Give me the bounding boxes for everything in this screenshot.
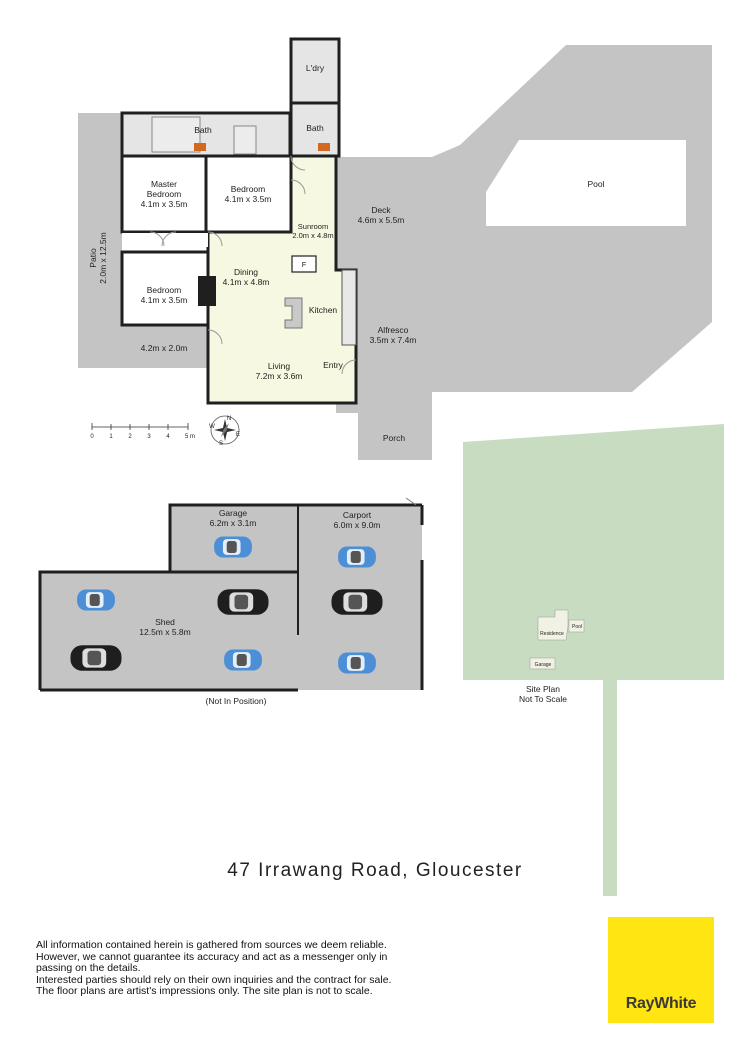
car-icon <box>70 645 122 671</box>
label-kitchen: Kitchen <box>309 305 338 315</box>
disclaimer-line: passing on the details. <box>36 962 141 975</box>
room-bedroom-2 <box>204 154 293 234</box>
label-alfresco-dim: 3.5m x 7.4m <box>370 335 417 345</box>
label-pool: Pool <box>587 179 604 189</box>
room-laundry <box>289 37 341 105</box>
fireplace <box>198 276 216 306</box>
site-label-residence: Residence <box>540 631 564 637</box>
scale-tick-2: 2 <box>128 434 132 440</box>
label-sunroom: Sunroom <box>298 222 328 231</box>
site-residence <box>537 609 569 641</box>
label-shed-dim: 12.5m x 5.8m <box>139 627 191 637</box>
label-porch: Porch <box>383 433 405 443</box>
label-alfresco: Alfresco <box>378 325 409 335</box>
label-patio: Patio <box>88 248 98 268</box>
car-icon <box>331 589 383 615</box>
label-deck-dim: 4.6m x 5.5m <box>358 215 405 225</box>
compass-s: S <box>219 441 223 447</box>
site-pool <box>568 619 585 633</box>
car-icon <box>338 652 376 674</box>
label-living: Living <box>268 361 290 371</box>
site-land <box>463 424 724 896</box>
scale-bar <box>91 423 189 430</box>
scale-tick-1: 1 <box>109 434 113 440</box>
site-label-garage: Garage <box>535 662 552 668</box>
label-carport: Carport <box>343 510 372 520</box>
site-garage <box>529 657 556 670</box>
scale-tick-4: 4 <box>166 434 170 440</box>
label-front-patio-dim: 4.2m x 2.0m <box>141 343 188 353</box>
label-garage-dim: 6.2m x 3.1m <box>210 518 257 528</box>
label-laundry: L'dry <box>306 63 325 73</box>
property-address: 47 Irrawang Road, Gloucester <box>227 860 523 881</box>
room-bedroom-3 <box>120 250 210 327</box>
label-deck: Deck <box>371 205 391 215</box>
front-patio-area <box>78 325 208 368</box>
porch-area <box>358 420 432 460</box>
label-garage: Garage <box>219 508 248 518</box>
label-bath-2: Bath <box>306 123 324 133</box>
site-plan: Residence Pool Garage Site Plan Not To S… <box>463 424 724 896</box>
label-not-in-position: (Not In Position) <box>206 696 267 706</box>
raywhite-logo: RayWhite <box>608 917 714 1023</box>
label-master-2: Bedroom <box>147 189 182 199</box>
label-bedroom-3: Bedroom <box>147 285 182 295</box>
label-sunroom-dim: 2.0m x 4.8m <box>292 231 333 240</box>
scale-bar-ticks: 0 1 2 3 4 5 m <box>90 434 195 440</box>
disclaimer-line: The floor plans are artist's impressions… <box>36 985 373 998</box>
compass-e: E <box>236 432 240 438</box>
brand-name: RayWhite <box>625 995 697 1012</box>
outbuilding-labels: Garage 6.2m x 3.1m Carport 6.0m x 9.0m S… <box>139 508 380 706</box>
scale-tick-0: 0 <box>90 434 94 440</box>
label-bath-1: Bath <box>194 125 212 135</box>
label-bedroom-2: Bedroom <box>231 184 266 194</box>
outdoor-areas <box>78 45 712 460</box>
room-bath-2 <box>289 101 341 158</box>
label-master-1: Master <box>151 179 177 189</box>
label-entry: Entry <box>323 360 344 370</box>
car-icon <box>338 546 376 568</box>
label-carport-dim: 6.0m x 9.0m <box>334 520 381 530</box>
label-site-plan: Site Plan <box>526 684 560 694</box>
label-master-dim: 4.1m x 3.5m <box>141 199 188 209</box>
interior-details <box>122 116 357 375</box>
car-icon <box>77 589 115 611</box>
disclaimer-line: However, we cannot guarantee its accurac… <box>36 950 388 963</box>
scale-tick-5: 5 m <box>185 434 195 440</box>
site-label-pool: Pool <box>572 624 582 630</box>
car-icon <box>214 536 252 558</box>
disclaimer-line: Interested parties should rely on their … <box>36 973 392 986</box>
label-dining-dim: 4.1m x 4.8m <box>223 277 270 287</box>
label-shed: Shed <box>155 617 175 627</box>
compass-icon: N S E W <box>209 415 240 447</box>
label-patio-dim: 2.0m x 12.5m <box>98 232 108 284</box>
label-living-dim: 7.2m x 3.6m <box>256 371 303 381</box>
house-interior <box>120 37 358 405</box>
label-dining: Dining <box>234 267 258 277</box>
compass-n: N <box>227 416 231 422</box>
pool <box>486 140 686 226</box>
label-bedroom-3-dim: 4.1m x 3.5m <box>141 295 188 305</box>
car-icon <box>224 649 262 671</box>
disclaimer: All information contained herein is gath… <box>36 939 556 998</box>
disclaimer-line: All information contained herein is gath… <box>36 939 387 951</box>
label-fridge: F <box>302 260 307 269</box>
scale-tick-3: 3 <box>147 434 151 440</box>
car-icon <box>217 589 269 615</box>
compass-w: W <box>209 424 215 430</box>
label-bedroom-2-dim: 4.1m x 3.5m <box>225 194 272 204</box>
room-living-zone <box>206 154 358 405</box>
room-labels: Bath L'dry Bath Master Bedroom 4.1m x 3.… <box>88 63 605 443</box>
label-not-to-scale: Not To Scale <box>519 694 567 704</box>
